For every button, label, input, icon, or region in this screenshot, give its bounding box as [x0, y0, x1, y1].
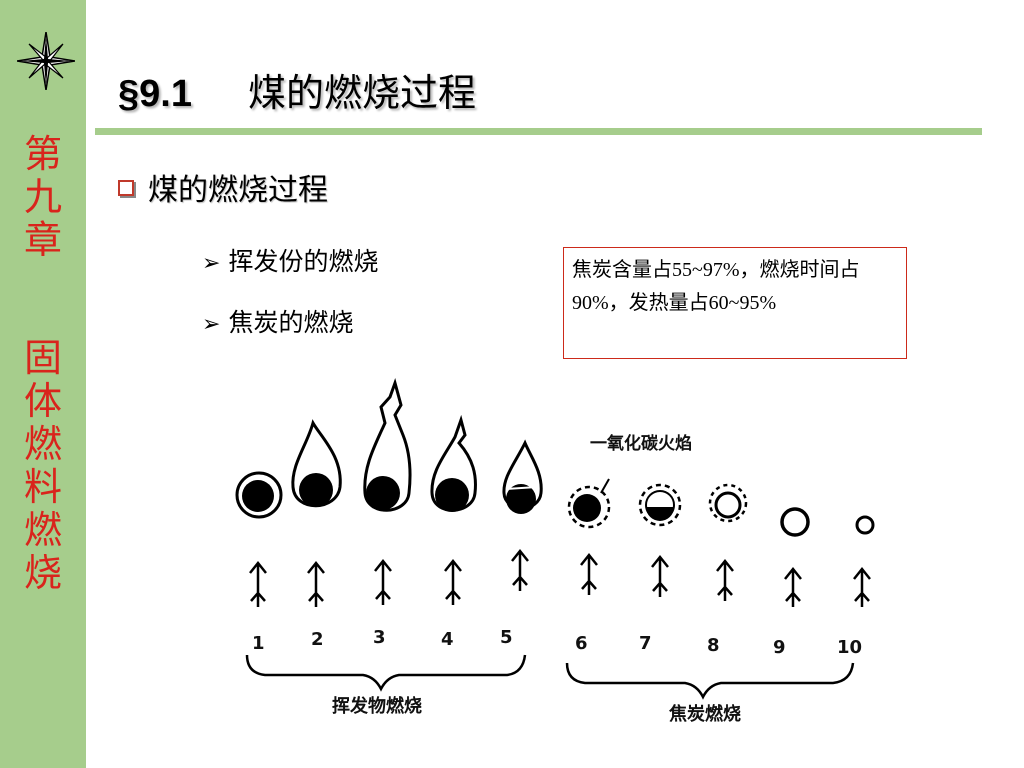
section-number: §9.1: [118, 73, 192, 115]
stage-number: 1: [252, 633, 265, 654]
square-bullet-icon: [118, 180, 134, 196]
compass-star-icon: [17, 32, 75, 90]
stage-number: 9: [773, 637, 786, 658]
volatile-brace: [245, 654, 527, 692]
particle-stage-1: [235, 471, 283, 519]
heading-bullet: 煤的燃烧过程: [118, 165, 328, 209]
stage-number: 10: [837, 637, 862, 658]
coke-label: 焦炭燃烧: [668, 703, 741, 725]
particle-stage-8: [708, 483, 748, 523]
stage-number: 7: [639, 633, 652, 654]
chapter-label: 第 九 章: [23, 132, 62, 262]
note-box: 焦炭含量占55~97%，燃烧时间占90%，发热量占60~95%: [563, 247, 907, 359]
heading-text: 煤的燃烧过程: [148, 173, 328, 208]
stage-number: 8: [707, 635, 720, 656]
stage-number: 5: [500, 627, 513, 648]
stage-number: 3: [373, 627, 386, 648]
sidebar: 第 九 章 固 体 燃 料 燃 烧: [0, 0, 86, 768]
volatile-label: 挥发物燃烧: [332, 695, 422, 717]
list-item: ➢焦炭的燃烧: [202, 308, 354, 337]
page-title: §9.1 煤的燃烧过程: [118, 62, 476, 122]
arrow-bullet-icon: ➢: [202, 312, 221, 337]
topic-label: 固 体 燃 料 燃 烧: [23, 336, 62, 595]
particle-stage-5: [502, 439, 543, 514]
particle-stage-7: [638, 483, 682, 527]
particle-stage-2: [291, 419, 342, 508]
arrow-bullet-icon: ➢: [202, 251, 221, 276]
section-title: 煤的燃烧过程: [247, 71, 476, 115]
stage-numbers: 1 2 3 4 5 6 7 8 9 10: [252, 627, 862, 658]
title-divider: [95, 128, 982, 135]
particle-stage-4: [430, 414, 477, 512]
air-arrows: [249, 548, 871, 607]
particle-stage-10: [855, 515, 875, 535]
coke-brace: [565, 662, 855, 700]
particle-stage-3: [363, 378, 412, 512]
combustion-diagram: 一氧化碳火焰 1 2 3 4 5 6 7 8 9 10 挥发物燃烧 焦炭燃烧: [235, 378, 875, 725]
list-item: ➢挥发份的燃烧: [202, 247, 379, 276]
particle-stage-9: [780, 507, 810, 537]
stage-number: 6: [575, 633, 588, 654]
particle-stage-6: [567, 478, 611, 529]
co-flame-label: 一氧化碳火焰: [590, 433, 692, 454]
stage-number: 4: [441, 629, 454, 650]
stage-number: 2: [311, 629, 324, 650]
